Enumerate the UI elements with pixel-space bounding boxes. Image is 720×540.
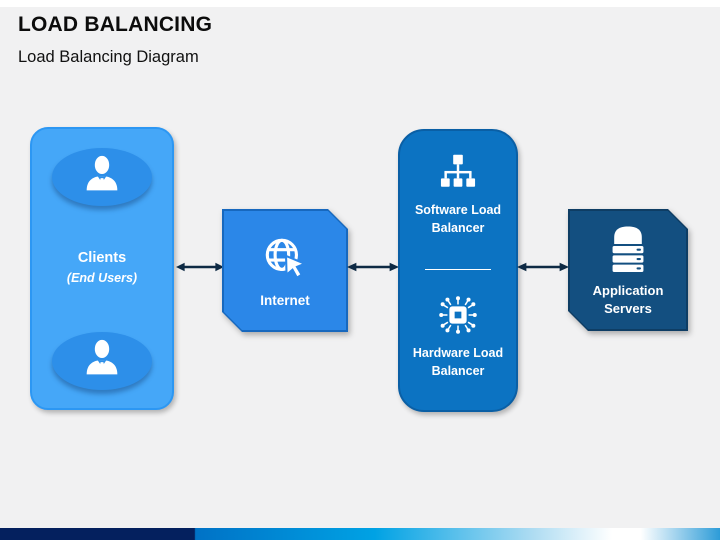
sitemap-icon — [437, 152, 479, 196]
chip-icon — [435, 292, 481, 338]
top-white-strip — [0, 0, 720, 7]
arrow-clients-internet — [176, 260, 224, 274]
app-servers-node-body: Application Servers — [570, 211, 686, 329]
clients-label: Clients — [77, 250, 127, 266]
globe-cursor-icon — [260, 233, 310, 288]
software-balancer-label: Software Load Balancer — [414, 203, 502, 235]
clients-label-group: Clients (End Users) — [32, 248, 172, 288]
internet-node-body: Internet — [224, 211, 346, 330]
internet-node: Internet — [222, 209, 348, 332]
server-stack-icon — [602, 222, 654, 279]
clients-node: Clients (End Users) — [30, 127, 174, 410]
app-servers-node: Application Servers — [568, 209, 688, 331]
person-icon — [79, 152, 125, 203]
hardware-balancer-label: Hardware Load Balancer — [412, 346, 504, 378]
page-title: LOAD BALANCING — [18, 13, 213, 36]
internet-label: Internet — [260, 293, 310, 308]
arrow-internet-balancer — [347, 260, 399, 274]
clients-sublabel: (End Users) — [66, 271, 138, 285]
app-servers-label: Application Servers — [592, 283, 664, 316]
footer-gradient-bar — [0, 528, 720, 540]
divider-line — [425, 269, 491, 270]
page-subtitle: Load Balancing Diagram — [18, 48, 199, 66]
client-avatar-top — [52, 148, 152, 206]
arrow-balancer-servers — [517, 260, 569, 274]
client-avatar-bottom — [52, 332, 152, 390]
load-balancer-node: Software Load Balancer — [398, 129, 518, 412]
person-icon — [79, 336, 125, 387]
